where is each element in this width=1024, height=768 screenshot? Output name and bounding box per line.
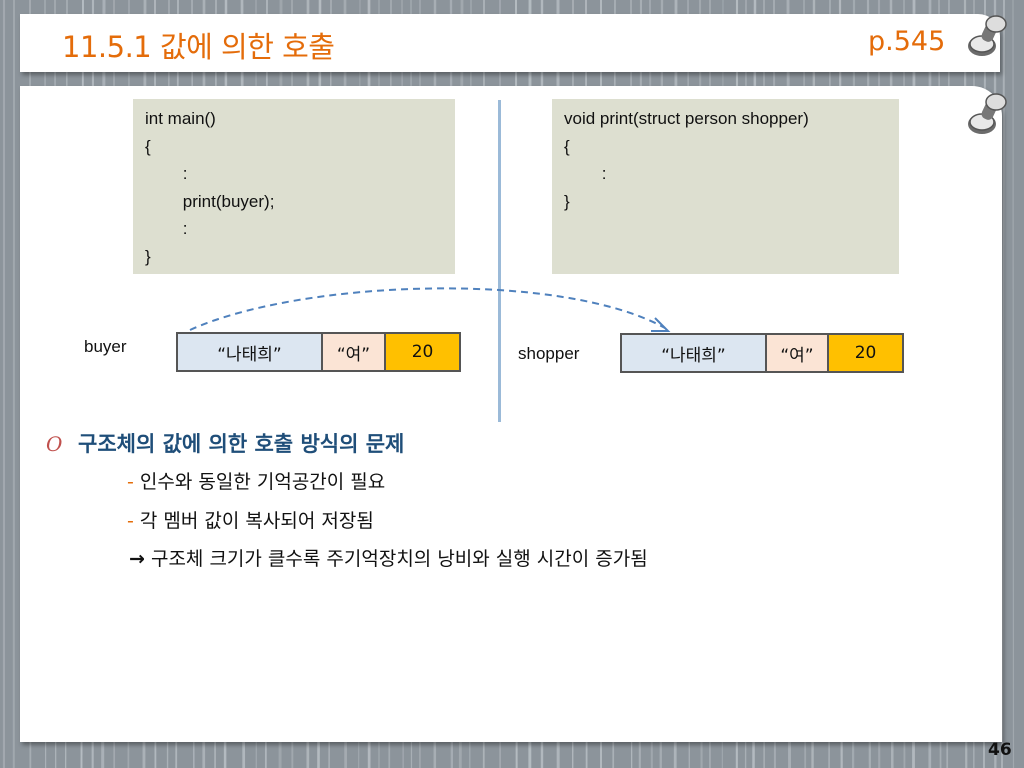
print-function-code: void print(struct person shopper) { : } [552, 99, 899, 274]
list-item-text: 인수와 동일한 기억공간이 필요 [139, 471, 386, 493]
name-cell: “나태희” [622, 335, 767, 371]
dash-marker: - [127, 510, 134, 532]
title-bar [20, 14, 1000, 72]
code-line: : [145, 164, 188, 183]
code-line: } [564, 191, 570, 211]
code-line: : [145, 219, 188, 238]
list-item: - 각 멤버 값이 복사되어 저장됨 [127, 506, 374, 533]
bullet-heading: 구조체의 값에 의한 호출 방식의 문제 [78, 432, 405, 456]
code-line: { [564, 136, 570, 156]
vertical-divider [498, 100, 501, 422]
slide-title: 11.5.1 값에 의한 호출 [62, 30, 335, 64]
arrowhead-icon [651, 317, 671, 332]
buyer-label: buyer [84, 337, 127, 356]
dash-marker: - [127, 471, 134, 493]
name-cell: “나태희” [178, 334, 323, 370]
code-line: { [145, 136, 151, 156]
conclusion-text: 구조체 크기가 클수록 주기억장치의 낭비와 실행 시간이 증가됨 [150, 548, 648, 570]
pushpin-icon [968, 93, 1007, 134]
conclusion-line: → 구조체 크기가 클수록 주기억장치의 낭비와 실행 시간이 증가됨 [129, 544, 648, 571]
list-item: - 인수와 동일한 기억공간이 필요 [127, 467, 385, 494]
shopper-struct: “나태희” “여” 20 [620, 333, 904, 373]
code-line: int main() [145, 109, 216, 128]
code-line: : [564, 164, 607, 183]
code-line: print(buyer); [145, 191, 275, 211]
main-function-code: int main() { : print(buyer); : } [133, 99, 455, 274]
age-cell: 20 [386, 334, 460, 370]
code-line: } [145, 246, 151, 266]
shopper-label: shopper [518, 344, 580, 363]
slide-number: 46 [988, 740, 1012, 760]
sex-cell: “여” [766, 335, 830, 371]
code-line: void print(struct person shopper) [564, 109, 809, 128]
buyer-struct: “나태희” “여” 20 [176, 332, 461, 372]
page-reference: p.545 [868, 26, 946, 57]
age-cell: 20 [829, 335, 902, 371]
list-item-text: 각 멤버 값이 복사되어 저장됨 [139, 510, 374, 532]
bullet-icon: O [46, 432, 63, 456]
right-arrow-icon: → [129, 548, 145, 570]
sex-cell: “여” [322, 334, 387, 370]
copy-arrow-path [189, 287, 666, 331]
pushpin-icon [968, 15, 1007, 56]
